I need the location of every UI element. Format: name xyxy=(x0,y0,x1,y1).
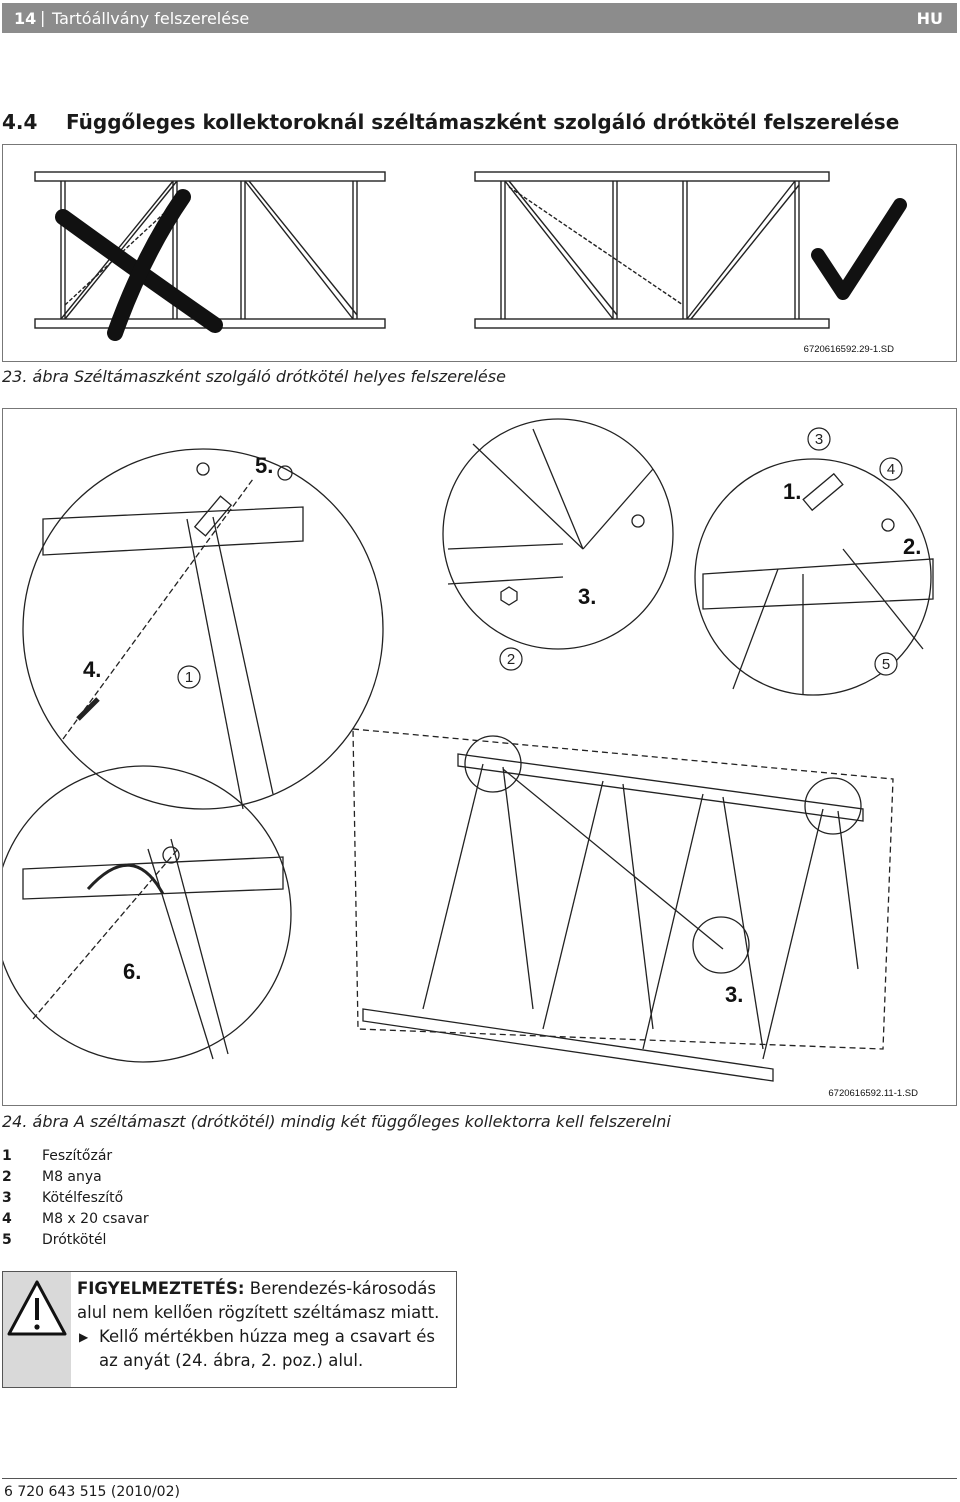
figure-23-code: 6720616592.29-1.SD xyxy=(803,344,894,355)
callout-3 xyxy=(807,427,831,451)
detail-nut-bolt xyxy=(442,418,674,650)
legend-item: 1 Feszítőzár xyxy=(2,1146,149,1167)
frame-correct xyxy=(474,171,830,329)
warning-title: FIGYELMEZTETÉS: xyxy=(77,1279,245,1298)
warning-bullet: ▶ Kellő mértékben húzza meg a csavart és … xyxy=(77,1325,452,1373)
legend-item: 3 Kötélfeszítő xyxy=(2,1188,149,1209)
step-1-label: 1. xyxy=(783,479,801,504)
callout-5-label: 5 xyxy=(882,656,890,673)
legend-number: 5 xyxy=(2,1232,12,1248)
callout-5 xyxy=(874,652,898,676)
step-6-label: 6. xyxy=(123,959,141,984)
step-2-label: 2. xyxy=(903,534,921,559)
callout-1-label: 1 xyxy=(185,669,193,686)
legend-item: 5 Drótkötél xyxy=(2,1230,149,1251)
warning-text: FIGYELMEZTETÉS: Berendezés-károsodás alu… xyxy=(77,1277,452,1373)
legend-label: Drótkötél xyxy=(42,1232,107,1248)
figure-24-caption: 24. ábra A széltámaszt (drótkötél) mindi… xyxy=(2,1112,671,1131)
step-3-label-main: 3. xyxy=(725,982,743,1007)
figure-24-code: 6720616592.11-1.SD xyxy=(828,1088,918,1099)
legend-number: 1 xyxy=(2,1148,12,1164)
parts-legend: 1 Feszítőzár 2 M8 anya 3 Kötélfeszítő 4 M8 x… xyxy=(2,1146,149,1251)
warning-line2: alul nem kellően rögzített széltámasz mi… xyxy=(77,1303,440,1322)
detail-tightening xyxy=(0,765,292,1063)
legend-label: Feszítőzár xyxy=(42,1148,113,1164)
header-title: Tartóállvány felszerelése xyxy=(52,9,250,28)
language-code: HU xyxy=(916,9,943,28)
bullet-arrow-icon: ▶ xyxy=(79,1330,89,1344)
callout-2-label: 2 xyxy=(507,651,515,668)
section-number: 4.4 xyxy=(2,110,38,134)
step-5-label: 5. xyxy=(255,453,273,478)
figure-23-drawing xyxy=(34,171,907,341)
section-title: Függőleges kollektoroknál széltámaszként… xyxy=(66,110,900,134)
callout-4 xyxy=(879,457,903,481)
callout-4-label: 4 xyxy=(887,461,895,478)
warning-triangle-icon xyxy=(7,1280,67,1336)
detail-turnbuckle-mounting xyxy=(22,448,384,810)
step-3-label-detail: 3. xyxy=(578,584,596,609)
legend-label: Kötélfeszítő xyxy=(42,1190,124,1206)
legend-label: M8 anya xyxy=(42,1169,102,1185)
figure-24: 1 2 3 4 5 1. 2. 3. 3. 4. 5. 6. 672061659… xyxy=(0,408,957,1106)
figure-24-drawing: 1 2 3 4 5 1. 2. 3. 3. 4. 5. 6. xyxy=(0,418,934,1082)
figure-23-caption: 23. ábra Széltámaszként szolgáló drótköt… xyxy=(2,367,506,386)
legend-number: 2 xyxy=(2,1169,12,1185)
header-separator: | xyxy=(40,8,46,27)
page-number: 14 xyxy=(14,9,37,28)
collector-frame-assembly xyxy=(352,728,894,1082)
legend-item: 4 M8 x 20 csavar xyxy=(2,1209,149,1230)
footer-document-number: 6 720 643 515 (2010/02) xyxy=(4,1484,180,1500)
figure-23: 6720616592.29-1.SD xyxy=(2,144,957,362)
legend-number: 4 xyxy=(2,1211,12,1227)
checkmark-icon xyxy=(811,198,907,300)
warning-box: FIGYELMEZTETÉS: Berendezés-károsodás alu… xyxy=(2,1271,457,1388)
warning-bullet-text: Kellő mértékben húzza meg a csavart és a… xyxy=(99,1327,435,1370)
cross-icon xyxy=(55,189,223,341)
section-heading: 4.4 Függőleges kollektoroknál széltámaszk… xyxy=(2,110,899,134)
legend-number: 3 xyxy=(2,1190,12,1206)
callout-3-label: 3 xyxy=(815,431,823,448)
footer-rule xyxy=(2,1478,957,1479)
warning-icon-panel xyxy=(3,1272,71,1387)
detail-cable-tensioner xyxy=(694,458,934,696)
callout-2 xyxy=(499,647,523,671)
step-4-label: 4. xyxy=(83,657,101,682)
legend-item: 2 M8 anya xyxy=(2,1167,149,1188)
page-header: 14 | Tartóállvány felszerelése HU xyxy=(2,3,957,33)
warning-line1: Berendezés-károsodás xyxy=(244,1279,437,1298)
callout-1 xyxy=(177,665,201,689)
frame-wrong xyxy=(34,171,386,329)
legend-label: M8 x 20 csavar xyxy=(42,1211,149,1227)
